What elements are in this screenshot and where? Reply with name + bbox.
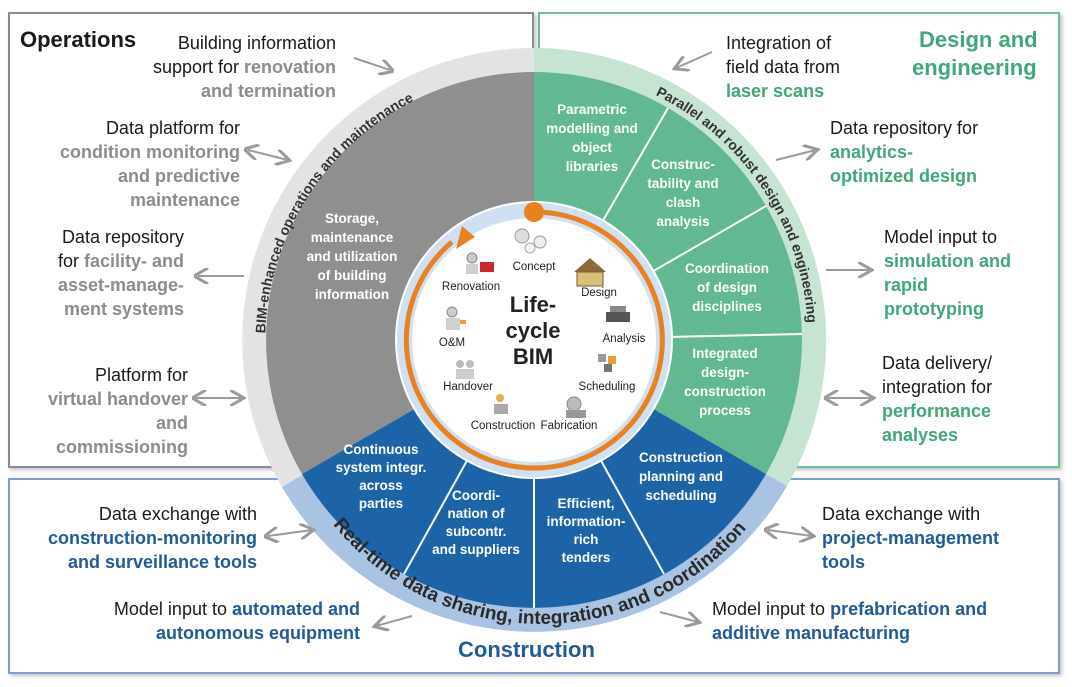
arrow-cons-prefab bbox=[659, 611, 698, 622]
design-note-laser-scans: Integration of field data from laser sca… bbox=[726, 33, 841, 101]
stage-om: O&M bbox=[439, 306, 466, 349]
design-note-simulation: Model input to simulation and rapid prot… bbox=[884, 227, 1012, 319]
cons-note-project-management: Data exchange with project-management to… bbox=[822, 504, 1000, 572]
orange-cycle bbox=[403, 209, 665, 471]
operations-title: Operations bbox=[20, 27, 137, 52]
analysis-icon bbox=[606, 306, 630, 322]
svg-text:Renovation: Renovation bbox=[442, 281, 500, 293]
cons-note-monitoring: Data exchange with construction-monitori… bbox=[48, 504, 257, 572]
stage-analysis: Analysis bbox=[603, 306, 646, 345]
renovation-icon bbox=[466, 252, 494, 274]
arrow-design-analytics bbox=[775, 150, 816, 161]
design-title-line-1: Design and bbox=[919, 27, 1038, 52]
svg-text:Design: Design bbox=[581, 287, 617, 299]
om-icon bbox=[446, 306, 466, 330]
concept-icon bbox=[514, 228, 547, 254]
cons-note-automated: Model input to automated and autonomous … bbox=[113, 599, 360, 643]
design-title-line-2: engineering bbox=[912, 55, 1037, 80]
arrow-ops-renovation bbox=[353, 57, 390, 70]
design-note-performance: Data delivery/ integration for performan… bbox=[882, 353, 993, 445]
orange-arrowhead bbox=[456, 226, 475, 249]
house-icon bbox=[574, 258, 606, 287]
ops-note-asset-management: Data repository for facility- and asset-… bbox=[57, 227, 184, 319]
svg-text:Scheduling: Scheduling bbox=[579, 381, 636, 393]
svg-text:Fabrication: Fabrication bbox=[541, 420, 598, 432]
svg-text:Analysis: Analysis bbox=[603, 333, 646, 345]
stage-concept: Concept bbox=[513, 228, 557, 273]
svg-text:Handover: Handover bbox=[443, 381, 493, 393]
arrow-cons-automated bbox=[376, 615, 413, 626]
stage-handover: Handover bbox=[443, 360, 493, 393]
orange-start-dot bbox=[524, 202, 544, 222]
lifecycle-arrow bbox=[403, 202, 665, 471]
ops-note-condition-monitoring: Data platform for condition monitoring a… bbox=[60, 118, 240, 210]
design-note-analytics: Data repository for analytics- optimized… bbox=[830, 118, 979, 186]
svg-text:Construction: Construction bbox=[471, 420, 536, 432]
connector-arrows bbox=[196, 51, 872, 626]
arrow-cons-project bbox=[768, 530, 812, 536]
handover-icon bbox=[456, 360, 474, 379]
stage-construction: Construction bbox=[471, 394, 536, 432]
arrow-ops-condition bbox=[248, 150, 288, 160]
scheduling-icon bbox=[598, 354, 616, 372]
svg-text:Concept: Concept bbox=[513, 261, 557, 273]
stage-scheduling: Scheduling bbox=[579, 354, 636, 393]
stage-fabrication: Fabrication bbox=[541, 396, 598, 432]
svg-text:O&M: O&M bbox=[439, 337, 465, 349]
arrow-cons-monitoring bbox=[268, 530, 312, 536]
cons-note-prefabrication: Model input to prefabrication and additi… bbox=[712, 599, 988, 643]
arrow-design-laser bbox=[676, 51, 713, 68]
stage-design: Design bbox=[574, 258, 617, 299]
construction-icon bbox=[494, 394, 508, 414]
ops-note-virtual-handover: Platform for virtual handover and commis… bbox=[47, 365, 188, 457]
ops-note-renovation: Building information support for renovat… bbox=[152, 33, 336, 101]
stage-renovation: Renovation bbox=[442, 252, 500, 293]
fabrication-icon bbox=[566, 396, 586, 418]
construction-title: Construction bbox=[458, 637, 595, 662]
